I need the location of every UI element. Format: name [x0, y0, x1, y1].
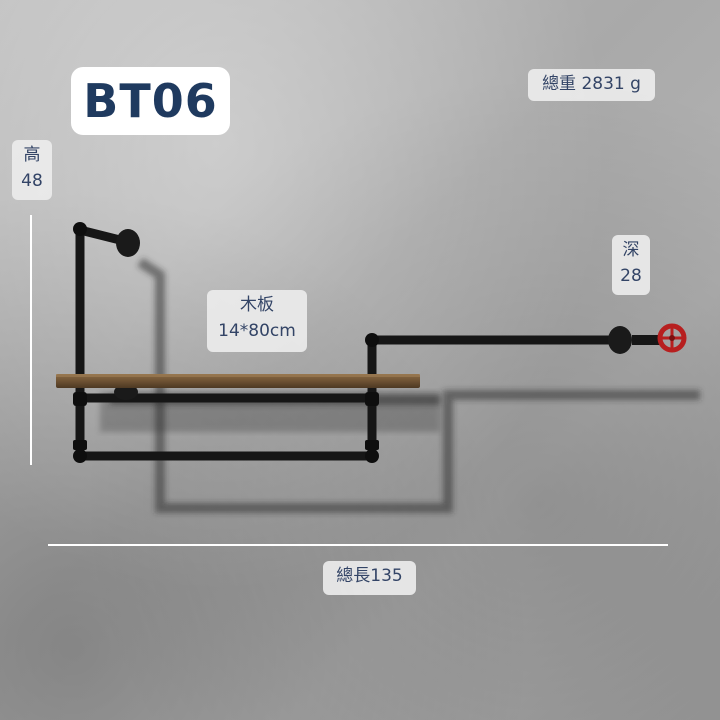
- depth-label: 深 28: [612, 235, 650, 295]
- height-label: 高 48: [12, 140, 52, 200]
- product-code: BT06: [71, 67, 230, 135]
- wall-flange: [608, 326, 632, 354]
- weight-label: 總重 2831 g: [528, 69, 655, 101]
- height-value: 48: [21, 171, 43, 192]
- wall-flange: [116, 229, 140, 257]
- wood-board: [56, 374, 420, 388]
- board-label-text: 木板: [240, 295, 274, 315]
- length-label: 總長135: [323, 561, 416, 595]
- board-label: 木板 14*80cm: [207, 290, 307, 352]
- dimension-lines: [30, 215, 668, 546]
- pipe-fittings: [73, 222, 379, 463]
- depth-label-text: 深: [622, 240, 640, 260]
- valve-icon: [632, 323, 687, 353]
- wood-board-highlight: [56, 374, 420, 377]
- height-label-text: 高: [23, 145, 41, 165]
- board-size: 14*80cm: [218, 321, 296, 342]
- depth-value: 28: [620, 266, 642, 287]
